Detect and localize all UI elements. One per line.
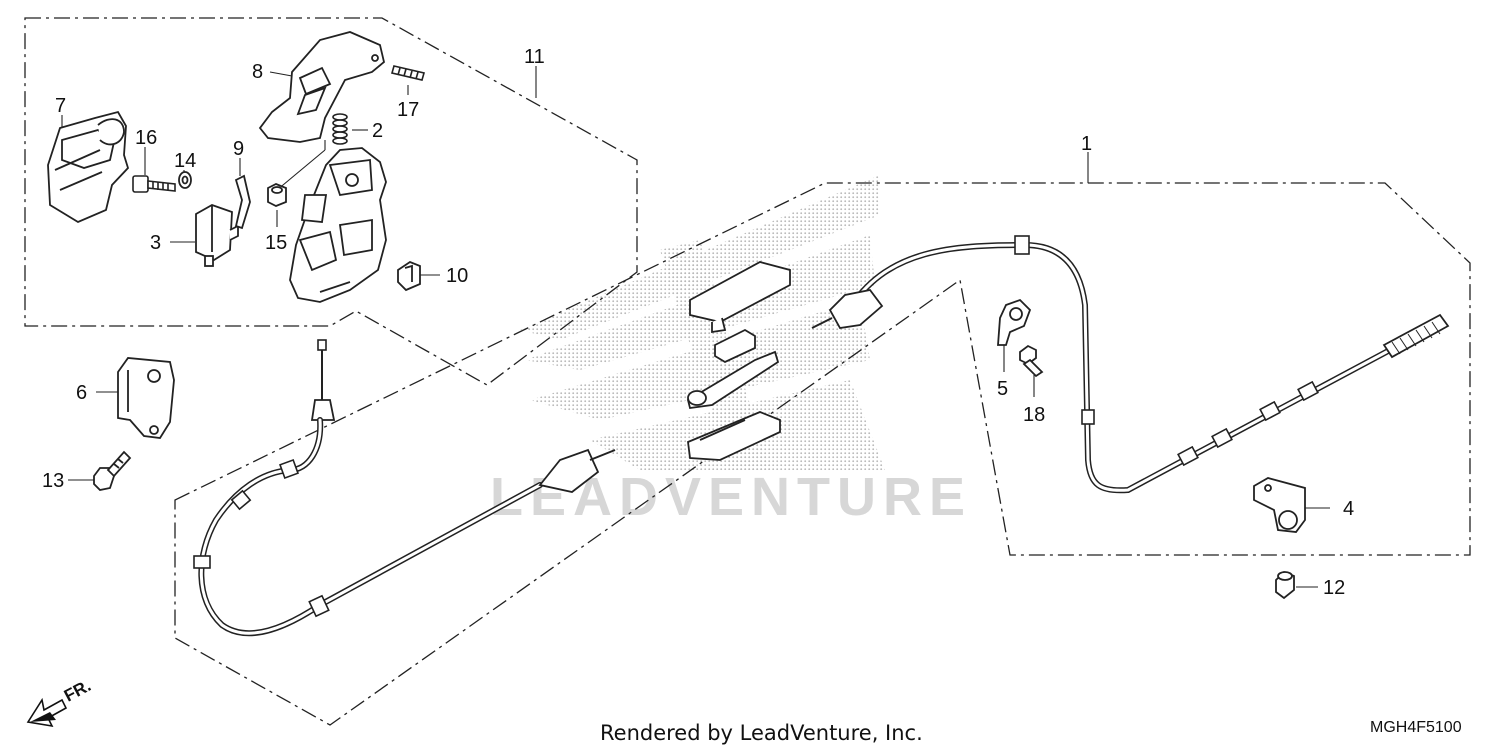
front-direction-arrow: FR.: [26, 676, 94, 728]
callout-8: 8: [252, 61, 263, 83]
part-11-left-cable: [193, 339, 616, 637]
cable-assembly-boundary: [174, 182, 1471, 726]
assembly-boundaries: [24, 17, 1471, 726]
callout-15: 15: [265, 232, 287, 254]
callout-labels: 1 2 3 4 5 6 7 8 9 10 11 12 13 14 15 16 1…: [42, 46, 1354, 599]
part-2-spring: [332, 113, 348, 145]
callout-12: 12: [1323, 577, 1345, 599]
part-14-washer: [178, 171, 192, 189]
part-10-clip: [397, 260, 421, 292]
part-17-pin: [390, 65, 426, 81]
cable-joint-parts: [686, 261, 791, 461]
callout-3: 3: [150, 232, 161, 254]
brand-emblem-watermark: [520, 175, 885, 470]
part-16-screw: [132, 175, 176, 193]
callout-11: 11: [524, 46, 545, 68]
callout-6: 6: [76, 382, 87, 404]
part-4-stay: [1253, 477, 1306, 533]
callout-4: 4: [1343, 498, 1354, 520]
part-8-lever-handle: [258, 31, 386, 143]
callout-13: 13: [42, 470, 64, 492]
callout-2: 2: [372, 120, 383, 142]
callout-9: 9: [233, 138, 244, 160]
part-12-bolt: [1275, 570, 1295, 600]
lever-assembly-boundary: [24, 17, 638, 386]
callout-18: 18: [1023, 404, 1045, 426]
part-7-lever-cover: [47, 110, 130, 224]
footer-credit: Rendered by LeadVenture, Inc.: [600, 721, 923, 745]
lever-housing: [289, 147, 387, 303]
part-1-right-cable: [811, 235, 1450, 494]
callout-7: 7: [55, 95, 66, 117]
front-label: FR.: [61, 676, 94, 706]
callout-17: 17: [397, 99, 419, 121]
part-3-switch: [195, 204, 239, 267]
part-18-bolt: [1019, 344, 1044, 378]
part-5-clamp: [997, 298, 1032, 346]
part-9-spring: [234, 174, 251, 230]
diagram-code: MGH4F5100: [1370, 719, 1462, 736]
callout-5: 5: [997, 378, 1008, 400]
part-6-bracket: [117, 357, 175, 439]
part-15-nut: [267, 183, 287, 207]
callout-16: 16: [135, 127, 157, 149]
callout-1: 1: [1081, 133, 1092, 155]
callout-10: 10: [446, 265, 468, 287]
callout-14: 14: [174, 150, 196, 172]
part-13-bolt: [93, 450, 132, 491]
